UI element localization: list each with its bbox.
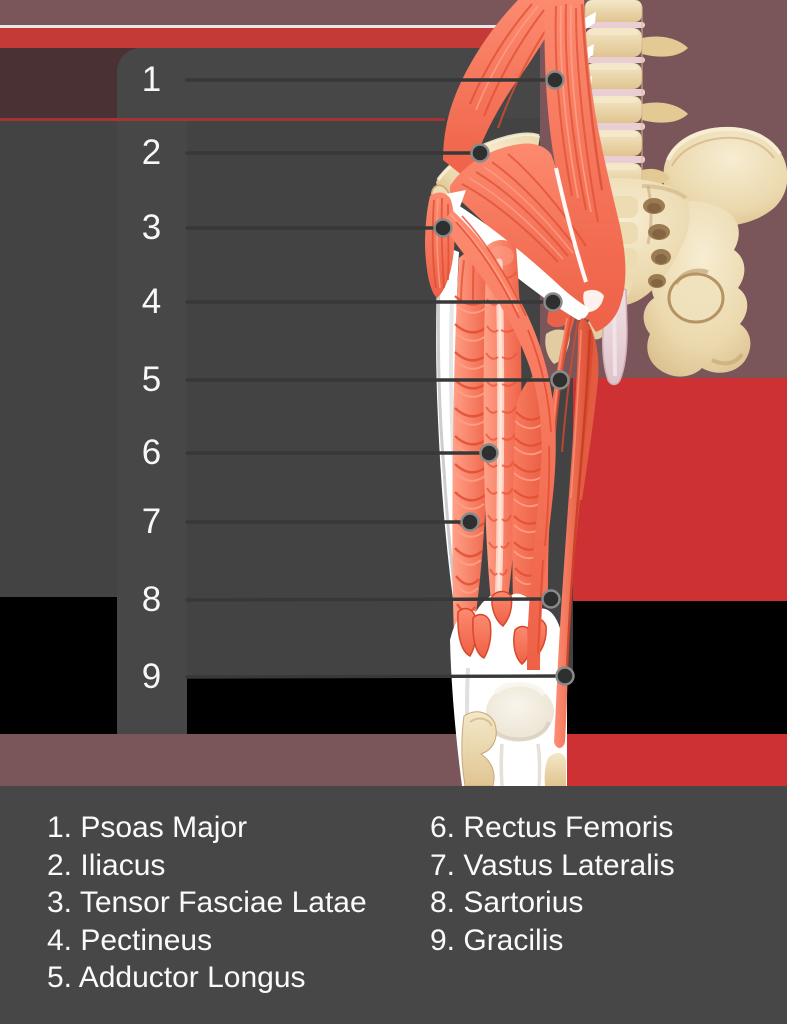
quiz-number-5[interactable]: 5 [141,360,163,399]
leader-line-9 [185,674,567,679]
femoral-condyle-bone [461,711,497,787]
marker-dot-4[interactable] [543,292,563,312]
answer-key-right-column: 6. Rectus Femoris 7. Vastus Lateralis 8.… [430,809,675,959]
quiz-number-3[interactable]: 3 [141,208,163,247]
answer-item: 2. Iliacus [47,848,166,882]
answer-item: 5. Adductor Longus [47,961,306,995]
answer-key-panel: 1. Psoas Major 2. Iliacus 3. Tensor Fasc… [0,786,787,1024]
marker-dot-9[interactable] [555,666,575,686]
quiz-number-1[interactable]: 1 [141,60,163,99]
answer-item: 3. Tensor Fasciae Latae [47,886,367,920]
quiz-number-6[interactable]: 6 [141,433,163,472]
leader-line-8 [185,597,553,602]
background-darkmaroon-block [0,48,140,120]
quiz-number-8[interactable]: 8 [141,580,163,619]
answer-item: 7. Vastus Lateralis [430,848,675,882]
background-black-block-right [573,601,787,678]
tibia-bone [544,752,566,786]
background-black-block-left [0,597,117,734]
marker-dot-5[interactable] [550,370,570,390]
quiz-number-7[interactable]: 7 [141,502,163,541]
vastus-lateralis-muscle [452,248,490,663]
answer-key-left-column: 1. Psoas Major 2. Iliacus 3. Tensor Fasc… [47,809,367,997]
leader-lines [185,78,567,679]
answer-item: 1. Psoas Major [47,811,248,844]
marker-dot-1[interactable] [545,70,565,90]
top-divider-line [0,25,548,28]
answer-item: 4. Pectineus [47,923,213,957]
psoas-tendon-line [554,167,588,283]
gracilis-muscle [554,318,594,748]
quiz-number-9[interactable]: 9 [141,657,163,696]
rectus-femoris-muscle [483,240,522,625]
marker-dot-8[interactable] [541,589,561,609]
quiz-number-4[interactable]: 4 [141,282,163,321]
answer-item: 8. Sartorius [430,886,584,920]
psoas-major-muscle [443,0,626,332]
patella [486,684,554,740]
background-red-block [573,378,787,601]
quiz-number-2[interactable]: 2 [141,133,163,172]
marker-dot-2[interactable] [470,143,490,163]
bottom-red-strip [560,734,787,786]
marker-dot-7[interactable] [460,512,480,532]
number-rail-panel [117,48,187,734]
top-red-strip [0,28,548,48]
answer-item: 9. Gracilis [430,923,564,957]
answer-item: 6. Rectus Femoris [430,811,674,844]
marker-dots [433,70,575,686]
red-divider-hairline [0,118,445,121]
marker-dot-3[interactable] [433,218,453,238]
marker-dot-6[interactable] [479,443,499,463]
